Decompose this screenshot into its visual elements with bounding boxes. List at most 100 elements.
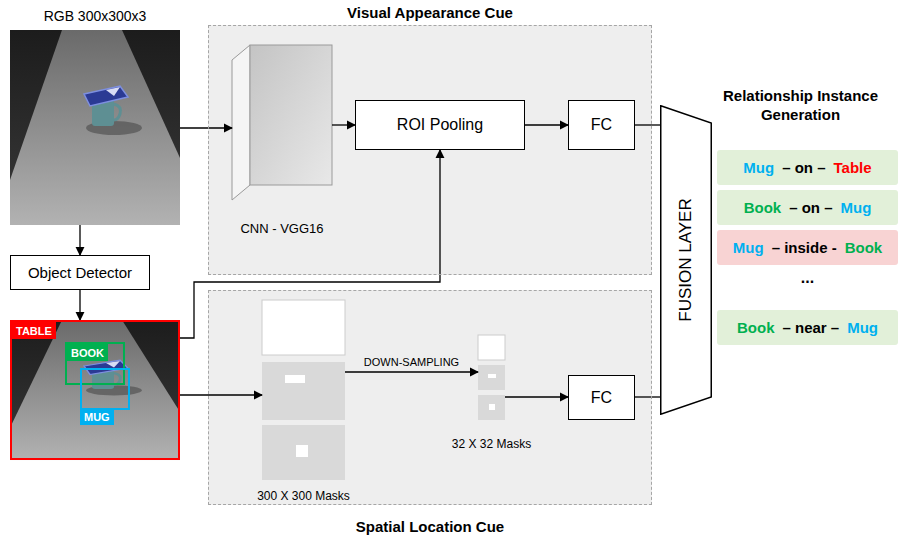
connector: [79, 225, 80, 255]
relation-box: Mug – inside - Book: [717, 230, 898, 265]
text-holder: TABLE: [12, 322, 56, 339]
node-label: Visual Appearance Cue: [347, 4, 513, 21]
text-holder: FUSION LAYER: [676, 198, 696, 321]
node-label: 300 X 300 Masks: [257, 489, 350, 503]
text-holder: Book: [744, 198, 782, 217]
text-holder: Spatial Location Cue: [356, 517, 504, 536]
mask-stack: 32 X 32 Masks: [478, 335, 505, 420]
label-holder: Relationship Instance Generation: [703, 86, 898, 124]
text-holder: RGB 300x300x3: [44, 6, 147, 25]
object-tag: TABLE: [16, 325, 52, 337]
relation-box: Book – on – Mug: [717, 190, 898, 225]
text-holder: – near –: [782, 318, 839, 337]
mask: [262, 362, 345, 420]
process-box: ROI Pooling: [355, 100, 525, 150]
column-heading: Relationship Instance Generation: [723, 87, 878, 123]
ellipsis: ...: [801, 269, 814, 286]
mask-region: [296, 445, 308, 457]
panel-ground: [208, 25, 652, 275]
relation-term: – on –: [789, 199, 832, 216]
mask-region: [285, 375, 305, 383]
relation-term: Mug: [743, 159, 774, 176]
text-holder: Mug: [847, 318, 878, 337]
object-tag: MUG: [84, 411, 110, 423]
cue-panel: 300 X 300 Masks32 X 32 MasksFCSpatial Lo…: [208, 290, 652, 505]
node-label: Spatial Location Cue: [356, 518, 504, 535]
node-label: 32 X 32 Masks: [452, 437, 531, 451]
mask-stack: 300 X 300 Masks: [262, 300, 345, 480]
rgb-photo: [10, 30, 180, 225]
connector: [332, 124, 355, 125]
relation-term: Mug: [841, 199, 872, 216]
detection-box: MUG: [80, 368, 130, 410]
detection-photo: [10, 320, 180, 460]
relation-term: – on –: [782, 159, 825, 176]
node-label: FC: [591, 116, 612, 133]
cnn-slab-front: [250, 45, 332, 185]
fc-box: FC: [568, 100, 635, 150]
relation-term: Mug: [847, 319, 878, 336]
node-label: FC: [591, 389, 612, 406]
connector: [525, 124, 568, 125]
mask: [478, 335, 505, 360]
node-label: ROI Pooling: [397, 116, 483, 133]
connector: [79, 290, 80, 320]
relation-box: Book – near – Mug: [717, 310, 898, 345]
edge-label: DOWN-SAMPLING: [364, 356, 459, 368]
text-holder: FC: [591, 388, 612, 407]
fc-box: FC: [568, 375, 635, 420]
text-holder: 32 X 32 Masks: [452, 433, 531, 452]
text-holder: Table: [834, 158, 872, 177]
node-label: CNN - VGG16: [240, 221, 323, 236]
object-tag: BOOK: [71, 347, 104, 359]
node-label: RGB 300x300x3: [44, 8, 147, 24]
relation-term: – inside -: [772, 239, 837, 256]
mask-region: [489, 404, 495, 410]
detection-box: BOOK MUG TABLE: [10, 320, 180, 460]
text-holder: Visual Appearance Cue: [347, 3, 513, 22]
text-holder: Book: [845, 238, 883, 257]
fusion-layer: FUSION LAYER: [660, 105, 712, 415]
relation-box: Mug – on – Table: [717, 150, 898, 185]
connector: [180, 394, 262, 395]
text-holder: – on –: [789, 198, 832, 217]
panel-ground: [208, 290, 652, 505]
connector: [635, 124, 660, 125]
text-holder: Mug: [743, 158, 774, 177]
relation-term: Book: [845, 239, 883, 256]
cnn-slab-side: [232, 45, 250, 200]
connector: [180, 150, 440, 338]
fusion-outline: [661, 106, 712, 415]
relation-term: – near –: [782, 319, 839, 336]
text-holder: – on –: [782, 158, 825, 177]
label-holder: ...: [717, 268, 898, 287]
text-holder: – inside -: [772, 238, 837, 257]
cue-panel: CNN - VGG16ROI PoolingFCVisual Appearanc…: [208, 25, 652, 275]
cnn-block: CNN - VGG16: [232, 45, 332, 200]
text-holder: Object Detector: [28, 263, 132, 282]
mask: [262, 300, 345, 355]
edge-label-holder: DOWN-SAMPLING: [362, 351, 461, 370]
mask: [478, 365, 505, 390]
process-box: Object Detector: [10, 255, 150, 290]
text-holder: 300 X 300 Masks: [257, 485, 350, 504]
connector: [505, 396, 568, 397]
photo-frame: RGB 300x300x3: [10, 30, 180, 225]
connector: [345, 371, 478, 372]
connector: [635, 396, 660, 397]
connector: [180, 127, 232, 128]
node-label: Object Detector: [28, 264, 132, 281]
text-holder: Book: [737, 318, 775, 337]
text-holder: ROI Pooling: [397, 115, 483, 134]
relation-term: Book: [744, 199, 782, 216]
text-holder: CNN - VGG16: [240, 218, 323, 237]
node-label: FUSION LAYER: [676, 198, 695, 321]
relation-term: Book: [737, 319, 775, 336]
relation-term: Table: [834, 159, 872, 176]
text-holder: BOOK: [67, 344, 108, 361]
mask-region: [488, 374, 496, 378]
mask: [478, 395, 505, 420]
text-holder: Mug: [733, 238, 764, 257]
text-holder: MUG: [80, 408, 114, 425]
text-holder: FC: [591, 115, 612, 134]
